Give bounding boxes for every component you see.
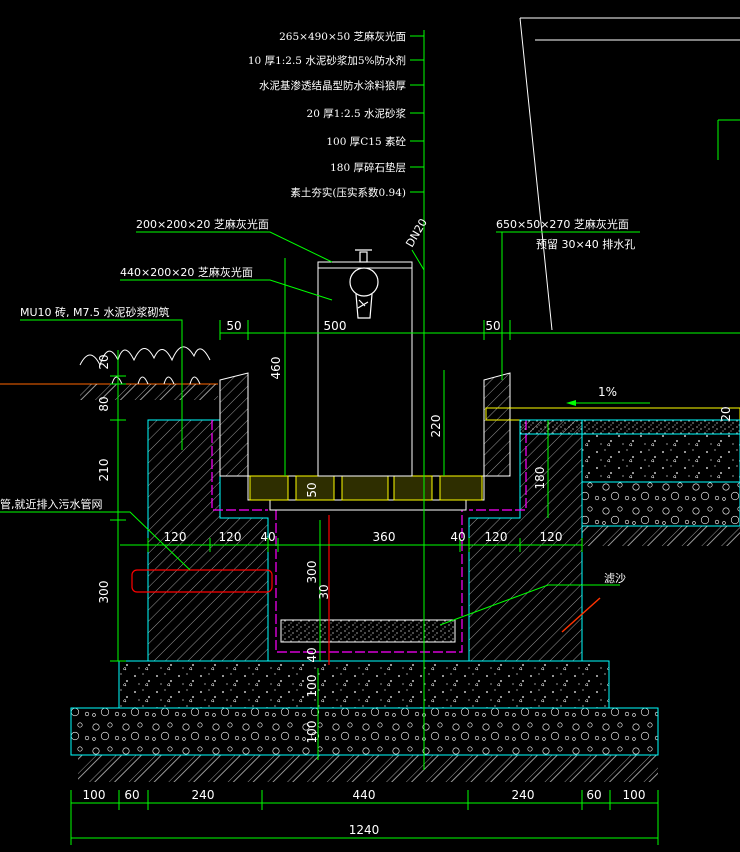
drain-pipe: [131, 569, 273, 593]
left-cap-wall: [219, 372, 249, 477]
callout-pipe: 管,就近排入污水管网: [0, 497, 103, 511]
layer-note: 水泥基渗透结晶型防水涂料狼厚: [259, 79, 406, 92]
faucet-icon: [349, 249, 379, 319]
svg-text:50: 50: [226, 319, 241, 333]
svg-text:120: 120: [540, 530, 563, 544]
layer-notes: 265×490×50 芝麻灰光面 10 厚1:2.5 水泥砂浆加5%防水剂 水泥…: [248, 30, 407, 199]
svg-text:300: 300: [305, 561, 319, 584]
svg-text:50: 50: [485, 319, 500, 333]
grate-bar: [341, 475, 389, 501]
left-soil: [80, 384, 218, 400]
svg-text:60: 60: [124, 788, 139, 802]
right-cap-wall: [483, 372, 511, 477]
layer-note: 265×490×50 芝麻灰光面: [279, 30, 406, 43]
grate-bar: [439, 475, 483, 501]
svg-text:100: 100: [305, 675, 319, 698]
svg-text:40: 40: [305, 647, 319, 662]
layer-note: 素土夯实(压实系数0.94): [290, 186, 406, 199]
callout-pipe-size: DN20: [403, 216, 430, 249]
concrete-base-slab: [118, 660, 610, 709]
svg-text:210: 210: [97, 459, 111, 482]
svg-text:460: 460: [269, 357, 283, 380]
filter-sand: [280, 619, 456, 643]
svg-text:80: 80: [97, 396, 111, 411]
paving-mortar: [519, 419, 740, 435]
dims-vertical: 460 220 50 180 300 30 40 100 100 20: [269, 357, 733, 744]
faucet-post: [317, 261, 413, 477]
grate-bar: [295, 475, 335, 501]
svg-text:440: 440: [353, 788, 376, 802]
grate-bar: [249, 475, 289, 501]
layer-note: 180 厚碎石垫层: [330, 161, 406, 174]
svg-text:180: 180: [533, 467, 547, 490]
membrane-pit: [275, 510, 463, 653]
svg-text:240: 240: [512, 788, 535, 802]
paving-gravel: [581, 481, 740, 527]
plant-icon: [79, 346, 211, 385]
callout-brick: MU10 砖, M7.5 水泥砂浆砌筑: [20, 305, 170, 319]
svg-text:120: 120: [164, 530, 187, 544]
svg-text:50: 50: [305, 482, 319, 497]
filter-marker: [561, 597, 601, 633]
svg-text:240: 240: [192, 788, 215, 802]
svg-text:220: 220: [429, 415, 443, 438]
svg-text:30: 30: [317, 584, 331, 599]
pit-rim: [269, 499, 467, 511]
layer-leader-ticks: [410, 35, 424, 193]
callout-cap-side: 440×200×20 芝麻灰光面: [120, 265, 253, 279]
paving-earth: [582, 526, 740, 546]
svg-text:100: 100: [305, 721, 319, 744]
compacted-earth: [78, 755, 658, 782]
svg-text:60: 60: [586, 788, 601, 802]
svg-text:500: 500: [324, 319, 347, 333]
slope-label: 1%: [598, 385, 617, 399]
svg-text:100: 100: [83, 788, 106, 802]
callout-filter: 滤沙: [604, 572, 626, 585]
svg-text:20: 20: [719, 406, 733, 421]
dim-total: 1240: [349, 823, 380, 837]
svg-text:360: 360: [373, 530, 396, 544]
svg-text:120: 120: [485, 530, 508, 544]
svg-text:40: 40: [260, 530, 275, 544]
callout-leaders: [0, 231, 640, 626]
dims-bottom: 100 60 240 440 240 60 100 1240: [83, 788, 646, 837]
callout-drain-hole: 预留 30×40 排水孔: [536, 237, 635, 251]
callout-grate: 650×50×270 芝麻灰光面: [496, 217, 629, 231]
svg-text:20: 20: [97, 354, 111, 369]
layer-note: 20 厚1:2.5 水泥砂浆: [307, 107, 407, 120]
svg-text:120: 120: [219, 530, 242, 544]
membrane-left: [211, 420, 268, 511]
gravel-base-layer: [70, 707, 659, 756]
callout-cap-top: 200×200×20 芝麻灰光面: [136, 217, 269, 231]
layer-note: 100 厚C15 素砼: [326, 135, 406, 148]
dimension-lines: [70, 258, 740, 845]
grate-bar: [393, 475, 433, 501]
membrane-right: [469, 420, 527, 511]
planter-outline: [519, 17, 740, 331]
svg-text:100: 100: [623, 788, 646, 802]
paving-slab: [485, 407, 740, 421]
dims-left: 20 80 210 300: [97, 354, 111, 603]
svg-text:300: 300: [97, 581, 111, 604]
paving-concrete: [581, 433, 740, 483]
dims-mid: 120 120 40 360 40 120 120: [164, 530, 563, 544]
layer-note: 10 厚1:2.5 水泥砂浆加5%防水剂: [248, 54, 406, 67]
dims-top: 50 500 50: [226, 319, 500, 333]
svg-text:40: 40: [450, 530, 465, 544]
